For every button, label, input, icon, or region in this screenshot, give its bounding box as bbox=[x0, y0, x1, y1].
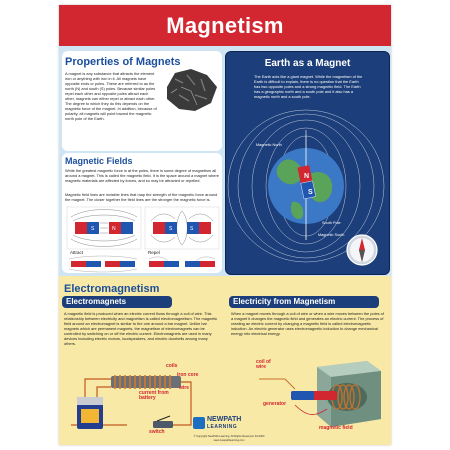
magnetic-south-label: Magnetic South bbox=[318, 233, 344, 237]
repel-label: Repel bbox=[148, 250, 160, 255]
electromagnetism-heading: Electromagnetism bbox=[64, 283, 160, 295]
repel-s2-label: S bbox=[190, 226, 194, 232]
attract-field-diagram: S N bbox=[66, 206, 142, 250]
repel-field-diagram: S S bbox=[144, 206, 220, 250]
wire-label: wire bbox=[179, 385, 190, 391]
newpath-logo: NEWPATH LEARNING bbox=[193, 415, 263, 435]
fields-text-2: Magnetic field lines are invisible lines… bbox=[65, 192, 218, 202]
electromagnets-box: Electromagnets A magnetic field is produ… bbox=[62, 296, 222, 396]
attract-label: Attract bbox=[70, 250, 84, 255]
generator-label: generator bbox=[263, 401, 287, 407]
fields-box: Magnetic Fields While the greatest magne… bbox=[62, 153, 222, 273]
attract-s-label: S bbox=[91, 226, 95, 232]
earth-magnetic-field-diagram: N S Magnetic North South Pole Magnetic S… bbox=[227, 109, 385, 266]
logo-book-icon bbox=[193, 417, 205, 429]
logo-brand-top: NEWPATH bbox=[207, 416, 242, 423]
electromagnets-text: A magnetic field is produced when an ele… bbox=[64, 311, 218, 346]
coil-of-wire-label: coil of wire bbox=[256, 359, 271, 370]
properties-text: A magnet is any substance that attracts … bbox=[65, 71, 157, 121]
bar-magnets-pair bbox=[68, 255, 216, 273]
electromagnets-heading: Electromagnets bbox=[66, 297, 127, 306]
magnetic-north-label: Magnetic North bbox=[256, 143, 282, 147]
footer-url: www.newpathlearning.com bbox=[213, 439, 245, 442]
fields-heading: Magnetic Fields bbox=[65, 156, 133, 166]
switch-label: switch bbox=[149, 429, 165, 435]
header-banner: Magnetism bbox=[59, 5, 391, 46]
electromagnet-circuit-illustration bbox=[71, 375, 192, 429]
page-title: Magnetism bbox=[166, 13, 284, 38]
properties-box: Properties of Magnets A magnet is any su… bbox=[62, 51, 222, 151]
attract-n-label: N bbox=[112, 226, 116, 232]
from-magnetism-box: Electricity from Magnetism When a magnet… bbox=[229, 296, 389, 396]
electromagnets-heading-bar: Electromagnets bbox=[62, 296, 172, 308]
poster: Magnetism Properties of Magnets A magnet… bbox=[59, 5, 391, 445]
earth-heading: Earth as a Magnet bbox=[264, 58, 351, 69]
from-magnetism-text: When a magnet moves through a coil of wi… bbox=[231, 311, 384, 336]
logo-brand-bottom: LEARNING bbox=[207, 424, 238, 430]
current-label: current from battery bbox=[139, 390, 169, 401]
footer-copyright: © Copyright NewPath Learning. All Rights… bbox=[193, 435, 265, 438]
earth-s-label: S bbox=[308, 189, 313, 196]
repel-s1-label: S bbox=[169, 226, 173, 232]
south-pole-label: South Pole bbox=[322, 221, 341, 225]
fields-text-1: While the greatest magnetic force is at … bbox=[65, 168, 219, 183]
generator-illustration bbox=[259, 361, 381, 427]
coils-label: coils bbox=[166, 363, 178, 369]
from-magnetism-heading-bar: Electricity from Magnetism bbox=[229, 296, 379, 308]
earth-n-label: N bbox=[304, 173, 309, 180]
from-magnetism-heading: Electricity from Magnetism bbox=[233, 297, 336, 306]
magnetic-field-label: magnetic field bbox=[319, 425, 353, 431]
earth-text: The Earth acts like a giant magnet. Whil… bbox=[254, 74, 363, 99]
properties-heading: Properties of Magnets bbox=[65, 56, 181, 68]
iron-core-label: iron core bbox=[177, 372, 199, 378]
lodestone-rock-image bbox=[167, 69, 217, 111]
earth-box: Earth as a Magnet The Earth acts like a … bbox=[225, 51, 390, 275]
